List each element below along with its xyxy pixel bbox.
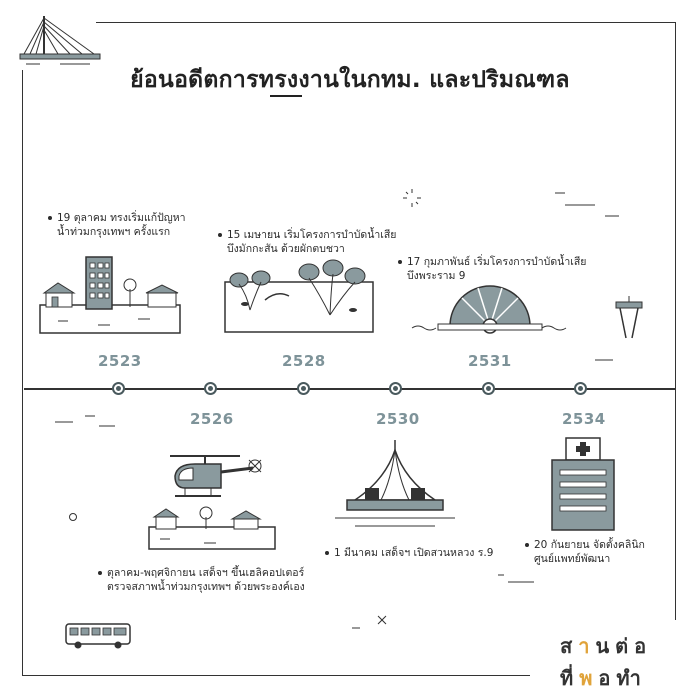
logo-line-2: ที่พอทำ: [560, 662, 670, 694]
logo-text: นต่อ: [595, 634, 653, 658]
event-2523: 19 ตุลาคม ทรงเริ่มแก้ปัญหา น้ำท่วมกรุงเท…: [48, 211, 186, 239]
timeline-dot-2528: [297, 382, 310, 395]
flooded-city-illustration: [39, 256, 181, 334]
water-wheel-illustration: [411, 285, 567, 334]
brand-logo: สานต่อ ที่พอทำ: [560, 630, 670, 694]
frame-gap: [530, 620, 690, 690]
water-hyacinth-illustration: [224, 259, 374, 333]
event-2526: ตุลาคม-พฤศจิกายน เสด็จฯ ขึ้นเฮลิคอปเตอร์…: [98, 566, 305, 594]
timeline-dot-2534: [574, 382, 587, 395]
pavilion-illustration: [335, 440, 455, 527]
timeline-axis: [24, 388, 676, 390]
timeline-dot-2531: [482, 382, 495, 395]
event-2530: 1 มีนาคม เสด็จฯ เปิดสวนหลวง ร.9: [325, 546, 493, 560]
logo-text: ส: [560, 634, 579, 658]
close-mark-decor: [352, 615, 387, 629]
year-label-2530: 2530: [376, 410, 420, 428]
border-frame: [22, 22, 676, 676]
timeline-dot-2526: [204, 382, 217, 395]
title-underline: [270, 95, 302, 97]
tower-icon: [615, 296, 643, 339]
year-label-2531: 2531: [468, 352, 512, 370]
year-label-2526: 2526: [190, 410, 234, 428]
year-label-2534: 2534: [562, 410, 606, 428]
logo-accent-text: า: [578, 634, 596, 658]
event-2528: 15 เมษายน เริ่มโครงการบำบัดน้ำเสีย บึงมั…: [218, 228, 396, 256]
sparkle-icon: [403, 189, 421, 207]
bus-icon: [65, 623, 131, 649]
decor-lines: [55, 415, 115, 427]
year-label-2528: 2528: [282, 352, 326, 370]
helicopter-illustration: [170, 455, 262, 497]
year-label-2523: 2523: [98, 352, 142, 370]
decor-lines: [595, 359, 613, 361]
logo-line-1: สานต่อ: [560, 630, 670, 662]
frame-gap: [14, 12, 96, 70]
logo-text: อทำ: [598, 666, 647, 690]
logo-accent-text: พ: [579, 666, 599, 690]
timeline-dot-2530: [389, 382, 402, 395]
event-2531: 17 กุมภาพันธ์ เริ่มโครงการบำบัดน้ำเสีย บ…: [398, 255, 586, 283]
flooded-houses-illustration: [148, 506, 276, 550]
timeline-dot-2523: [112, 382, 125, 395]
clinic-building-illustration: [551, 437, 615, 531]
circle-decor: [69, 513, 77, 521]
decor-lines: [498, 574, 534, 583]
logo-text: ที่: [560, 666, 580, 690]
decor-lines: [555, 192, 619, 217]
bridge-icon: [19, 16, 101, 65]
event-2534: 20 กันยายน จัดตั้งคลินิก ศูนย์แพทย์พัฒนา: [525, 538, 645, 566]
page-title: ย้อนอดีตการทรงงานในกทม. และปริมณฑล: [130, 67, 570, 93]
